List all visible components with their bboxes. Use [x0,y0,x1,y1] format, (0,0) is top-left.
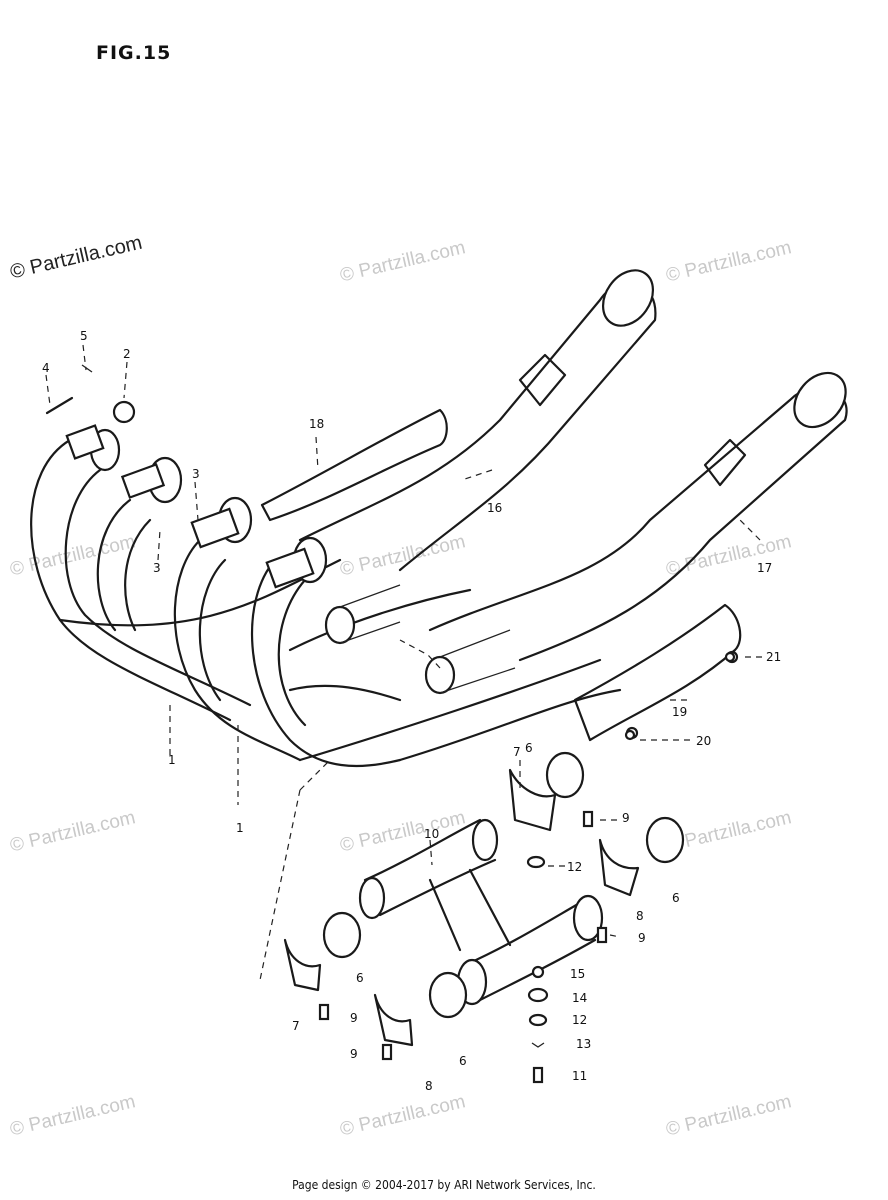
callout-7: 7 [292,1019,300,1033]
callout-18: 18 [309,417,324,431]
callout-1: 1 [236,821,244,835]
callout-3: 3 [192,467,200,481]
callout-9: 9 [638,931,646,945]
callout-21: 21 [766,650,781,664]
callout-20: 20 [696,734,711,748]
callout-12: 12 [572,1013,587,1027]
callout-6: 6 [459,1054,467,1068]
callout-6: 6 [525,741,533,755]
callout-14: 14 [572,991,587,1005]
callout-labels: 1 1 2 3 3 4 5 6 6 6 6 7 7 8 8 9 9 9 9 10… [42,329,781,1093]
exhaust-pipes [30,438,622,768]
crossover-assembly [283,751,685,1047]
callout-17: 17 [757,561,772,575]
callout-8: 8 [425,1079,433,1093]
callout-9: 9 [350,1047,358,1061]
mufflers [298,269,848,662]
callout-15: 15 [570,967,585,981]
callout-6: 6 [672,891,680,905]
callout-13: 13 [576,1037,591,1051]
callout-9: 9 [350,1011,358,1025]
callout-7: 7 [513,745,521,759]
heat-shields [260,408,742,742]
callout-5: 5 [80,329,88,343]
hardware [45,364,736,1084]
callout-11: 11 [572,1069,587,1083]
callout-16: 16 [487,501,502,515]
callout-1: 1 [168,753,176,767]
callout-8: 8 [636,909,644,923]
leader-lines [45,344,762,981]
callout-3: 3 [153,561,161,575]
callout-4: 4 [42,361,50,375]
page-footer: Page design © 2004-2017 by ARI Network S… [292,1178,596,1192]
callout-6: 6 [356,971,364,985]
header-clamps [65,400,328,589]
callout-2: 2 [123,347,131,361]
callout-10: 10 [424,827,439,841]
callout-19: 19 [672,705,687,719]
callout-12: 12 [567,860,582,874]
figure-title: FIG.15 [96,42,172,64]
callout-9: 9 [622,811,630,825]
